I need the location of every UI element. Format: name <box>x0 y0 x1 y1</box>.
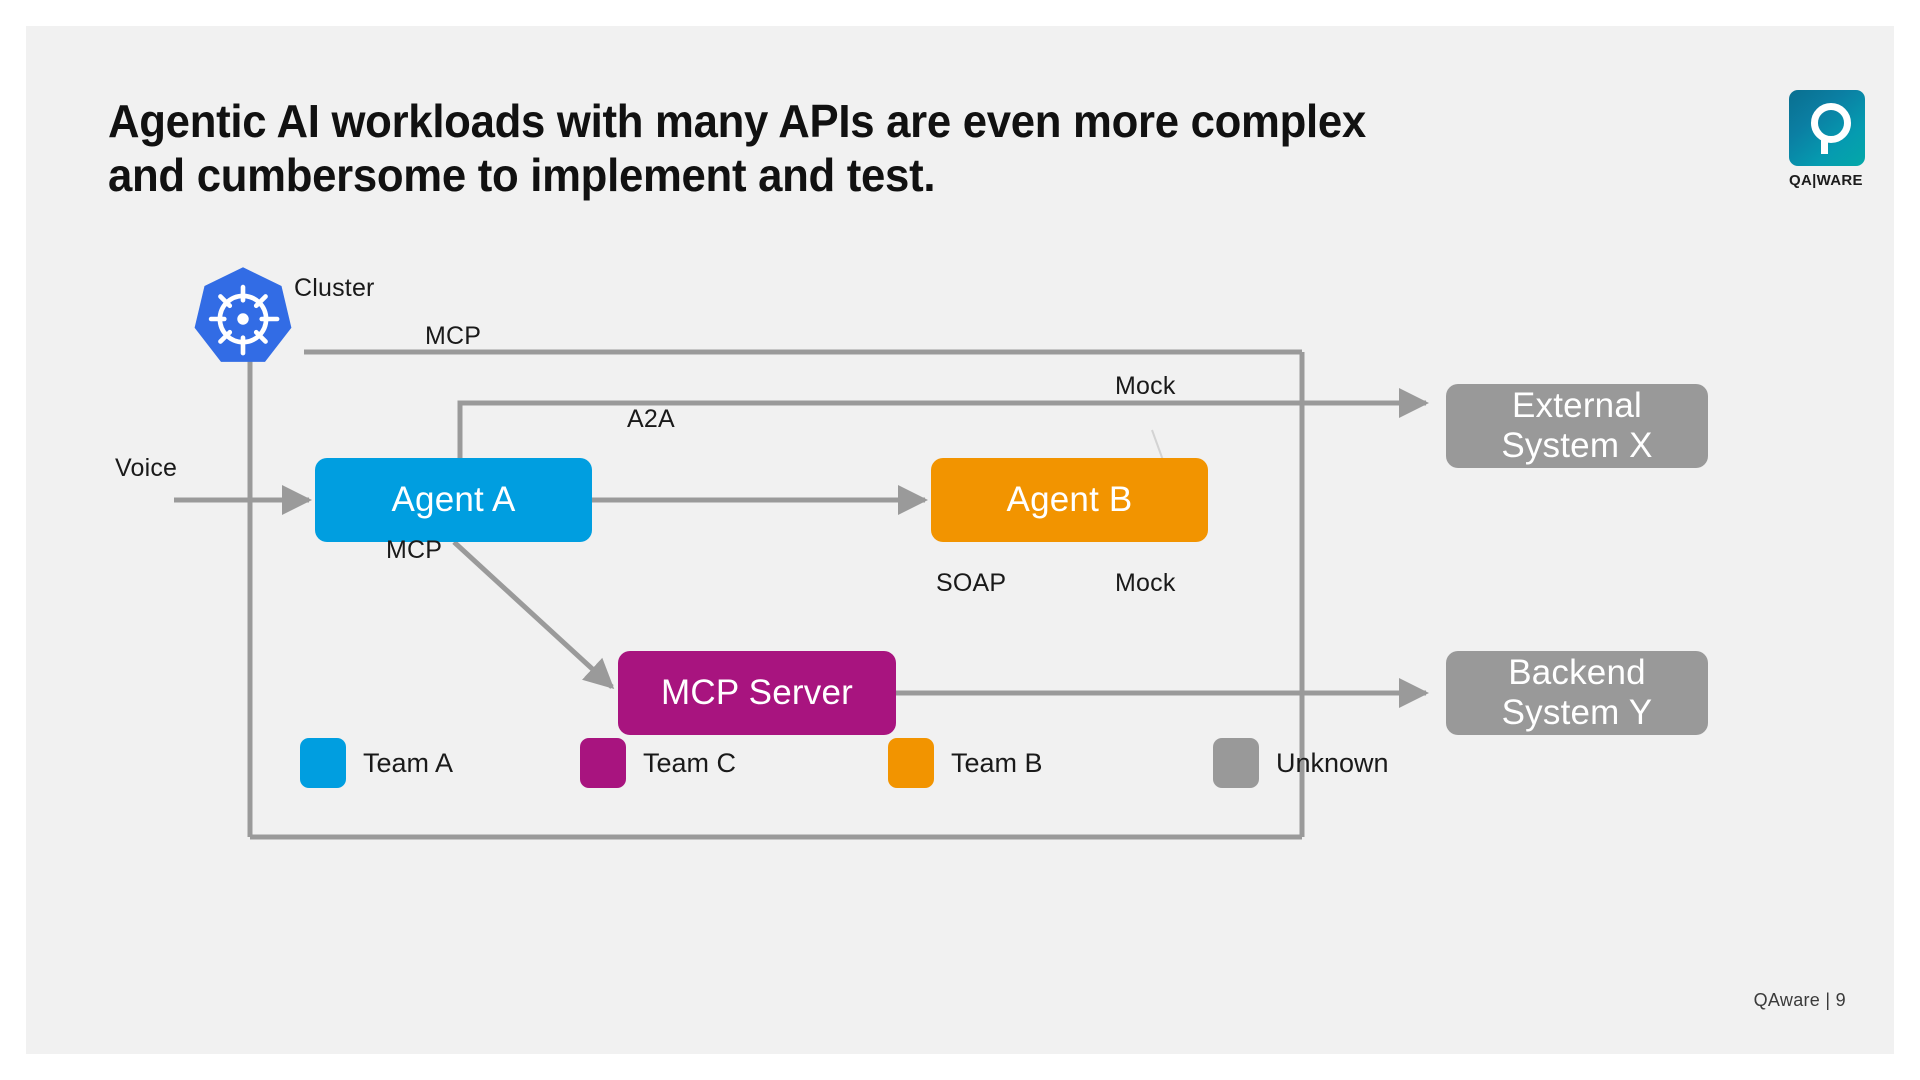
edge-label-voice: Voice <box>115 454 178 482</box>
legend-item-unknown: Unknown <box>1213 736 1389 790</box>
legend-item-team-c: Team C <box>580 736 736 790</box>
legend-item-team-a: Team A <box>300 736 453 790</box>
page-title: Agentic AI workloads with many APIs are … <box>108 95 1366 202</box>
magnifier-q-icon <box>1806 103 1851 155</box>
edge-label-mock-backend: Mock <box>1115 569 1176 597</box>
node-backend-system-y[interactable]: Backend System Y <box>1446 651 1708 735</box>
legend-swatch-team-a <box>300 738 346 788</box>
edge-label-cluster: Cluster <box>294 274 375 302</box>
edge-label-mcp-top: MCP <box>425 322 482 350</box>
qaware-logo: QA|WARE <box>1789 90 1871 200</box>
wire-mcp-top <box>457 388 1429 458</box>
legend-label-team-c: Team C <box>643 747 737 778</box>
diagram-connectors <box>174 348 1429 840</box>
legend-label-team-b: Team B <box>951 747 1043 778</box>
legend: Team A Team C Team B Unknown <box>300 736 1660 796</box>
edge-label-mock-external: Mock <box>1115 372 1176 400</box>
slide-canvas: Agentic AI workloads with many APIs are … <box>26 26 1894 1054</box>
edge-label-soap: SOAP <box>936 569 1007 597</box>
legend-label-unknown: Unknown <box>1276 747 1389 778</box>
edge-label-mcp-lower: MCP <box>386 536 443 564</box>
edge-label-a2a: A2A <box>627 405 675 433</box>
legend-swatch-unknown <box>1213 738 1259 788</box>
logo-ring-icon <box>1811 103 1851 143</box>
legend-label-team-a: Team A <box>363 747 454 778</box>
logo-tile <box>1789 90 1865 166</box>
legend-swatch-team-b <box>888 738 934 788</box>
logo-wordmark: QA|WARE <box>1789 172 1863 189</box>
slide-footer: QAware | 9 <box>1753 990 1846 1010</box>
node-external-system-x[interactable]: External System X <box>1446 384 1708 468</box>
node-agent-b[interactable]: Agent B <box>931 458 1208 542</box>
architecture-diagram: Agent A Agent B MCP Server External Syst… <box>26 26 1894 1054</box>
node-agent-a[interactable]: Agent A <box>315 458 592 542</box>
legend-swatch-team-c <box>580 738 626 788</box>
wire-mcp-lower <box>452 540 615 690</box>
legend-item-team-b: Team B <box>888 736 1043 790</box>
logo-stem-icon <box>1821 139 1828 154</box>
node-mcp-server[interactable]: MCP Server <box>618 651 896 735</box>
kubernetes-icon <box>188 264 298 374</box>
